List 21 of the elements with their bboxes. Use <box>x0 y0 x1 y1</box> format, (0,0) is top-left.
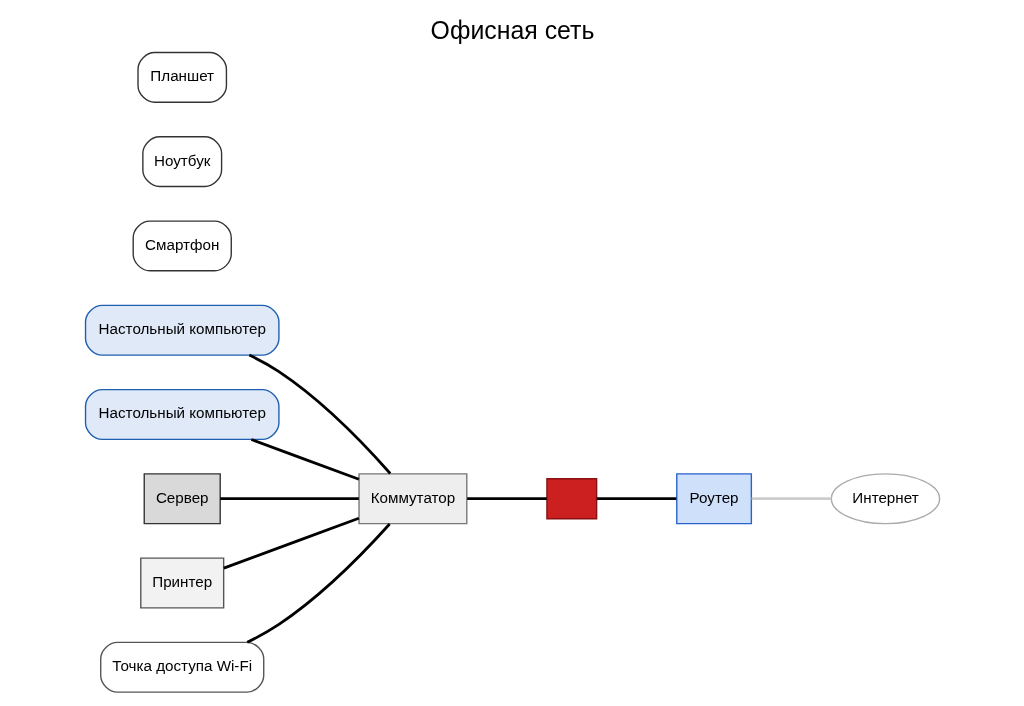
connector <box>219 497 359 501</box>
node-box: Ноутбук <box>141 136 222 188</box>
connector <box>250 438 359 481</box>
node-box: Планшет <box>136 51 227 103</box>
node-ellipse: Интернет <box>830 473 940 525</box>
node-box: Настольный компьютер <box>84 388 280 441</box>
connector <box>751 497 831 501</box>
connector <box>248 353 391 475</box>
connector <box>466 497 547 501</box>
node-box <box>545 478 597 520</box>
node-box: Сервер <box>143 473 221 525</box>
node-box: Точка доступа Wi-Fi <box>99 641 264 693</box>
connector <box>246 523 391 644</box>
node-box: Настольный компьютер <box>84 304 280 356</box>
connector <box>222 516 359 570</box>
node-box: Смартфон <box>132 220 232 272</box>
node-box: Коммутатор <box>357 473 467 525</box>
diagram-title: Офисная сеть <box>430 16 594 45</box>
node-box: Принтер <box>139 557 224 609</box>
connector <box>596 497 676 501</box>
node-box: Роутер <box>675 473 752 525</box>
